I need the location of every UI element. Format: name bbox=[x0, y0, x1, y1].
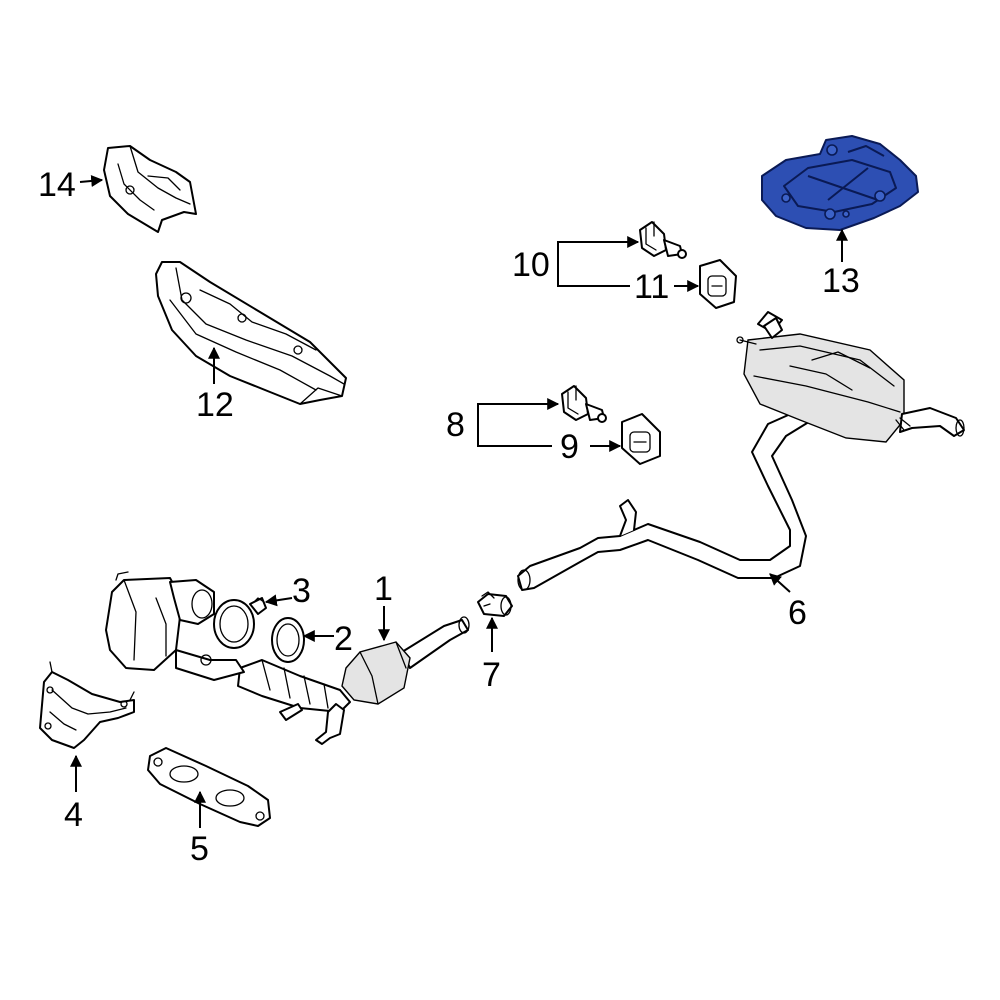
part-5-flange-gasket[interactable] bbox=[147, 747, 271, 827]
callout-6[interactable]: 6 bbox=[788, 594, 807, 632]
part-12-heat-shield[interactable] bbox=[155, 261, 347, 405]
leader-8-bracket bbox=[477, 403, 552, 447]
callout-3[interactable]: 3 bbox=[292, 572, 311, 610]
leader-6 bbox=[769, 573, 791, 593]
callout-2[interactable]: 2 bbox=[334, 620, 353, 658]
callout-10[interactable]: 10 bbox=[512, 246, 550, 284]
leader-lines bbox=[70, 175, 848, 828]
callout-14[interactable]: 14 bbox=[38, 166, 76, 204]
part-13-underbody-shield[interactable] bbox=[761, 135, 919, 231]
callout-11[interactable]: 11 bbox=[634, 268, 669, 306]
part-11-insulator[interactable] bbox=[699, 259, 737, 309]
part-7-clamp[interactable] bbox=[477, 591, 513, 617]
callout-9[interactable]: 9 bbox=[560, 428, 579, 466]
leader-3 bbox=[264, 594, 293, 607]
part-8-hanger-bracket[interactable] bbox=[561, 385, 607, 423]
callout-labels: 1 2 3 4 5 6 7 8 9 10 11 12 13 14 bbox=[38, 166, 860, 868]
callout-8[interactable]: 8 bbox=[446, 406, 465, 444]
part-2-gasket[interactable] bbox=[271, 617, 305, 663]
part-9-insulator[interactable] bbox=[621, 413, 661, 465]
leader-14 bbox=[79, 175, 104, 187]
part-10-hanger-bracket[interactable] bbox=[639, 221, 687, 259]
part-6-pipe-and-muffler[interactable] bbox=[517, 311, 965, 591]
callout-5[interactable]: 5 bbox=[190, 830, 209, 868]
part-1-catalytic-converter[interactable] bbox=[105, 571, 470, 745]
callout-12[interactable]: 12 bbox=[196, 386, 234, 424]
callout-7[interactable]: 7 bbox=[482, 656, 501, 694]
callout-13[interactable]: 13 bbox=[822, 262, 860, 300]
part-4-bracket[interactable] bbox=[39, 661, 135, 749]
callout-1[interactable]: 1 bbox=[374, 570, 393, 608]
callout-4[interactable]: 4 bbox=[64, 796, 83, 834]
part-14-heat-shield[interactable] bbox=[103, 145, 197, 233]
part-3-v-band-clamp[interactable] bbox=[213, 597, 267, 649]
leader-10-bracket bbox=[557, 241, 636, 287]
